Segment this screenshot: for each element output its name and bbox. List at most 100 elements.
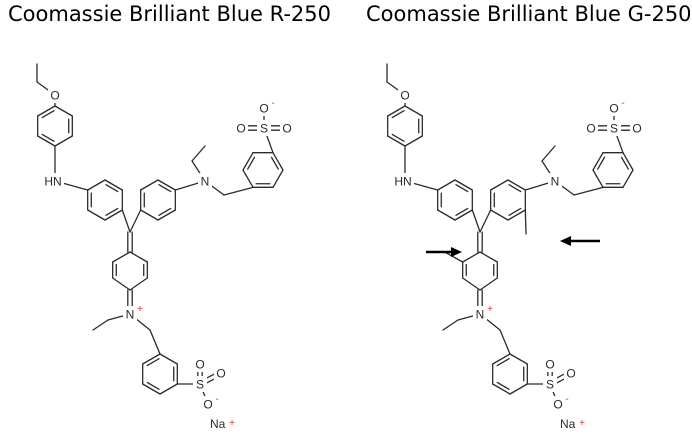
atom-mask: [398, 87, 412, 103]
sulfobenzyl-ring-bond: [242, 152, 254, 171]
quinoid-bond: [479, 277, 498, 291]
left-arrow-head: [451, 247, 462, 257]
aminophenyl-ring-bond: [157, 179, 176, 191]
aminophenyl-ring-bond: [507, 179, 526, 191]
sulfobenzyl-ring-bond: [592, 152, 604, 171]
atom-mask: [392, 173, 414, 189]
sulfobenzyl-ring-bond: [622, 152, 634, 171]
sodium-atom: Na: [560, 417, 576, 431]
oxygen-atom: O: [609, 101, 618, 115]
aminophenyl-ring-bond: [140, 209, 159, 221]
aminophenyl-ring-bond: [508, 207, 522, 216]
atom-mask: [473, 306, 487, 322]
iminium-nitrogen-atom: N: [126, 307, 135, 321]
ethyl-bond: [191, 145, 206, 162]
aminophenyl-ring-bond: [490, 179, 509, 191]
ethoxyphenyl-ring-bond: [41, 110, 55, 119]
bottom-sulfobenzyl-ring-bond: [496, 358, 510, 367]
sulfur-atom: S: [260, 121, 268, 135]
benzyl-bond: [149, 329, 161, 355]
positive-charge: +: [137, 304, 143, 315]
aniline-ring-bond: [455, 184, 469, 193]
oxygen-atom: O: [545, 357, 554, 371]
oxygen-atom: O: [195, 357, 204, 371]
sulfobenzyl-ring-bond: [272, 152, 284, 171]
bottom-sulfobenzyl-ring-bond: [492, 353, 511, 365]
ethoxyphenyl-ring-bond: [387, 105, 406, 117]
bottom-sulfobenzyl-ring-bond: [159, 383, 178, 395]
sodium-atom: Na: [210, 417, 226, 431]
ethyl-bond: [92, 319, 109, 331]
bottom-sulfobenzyl-ring-bond: [159, 353, 178, 365]
atom-mask: [257, 120, 271, 136]
methyl-bond: [524, 209, 527, 235]
negative-charge: -: [215, 394, 218, 405]
aniline-ring-bond: [104, 209, 123, 221]
bottom-sulfobenzyl-ring-bond: [146, 358, 160, 367]
atom-mask: [257, 100, 271, 116]
sulfur-atom: S: [546, 377, 554, 391]
aminophenyl-ring-bond: [158, 207, 172, 216]
atom-mask: [630, 120, 644, 136]
negative-charge: -: [565, 394, 568, 405]
quinoid-bond: [462, 277, 481, 291]
atom-mask: [548, 173, 562, 189]
benzyl-bond: [499, 329, 511, 355]
central-bond: [121, 209, 131, 233]
ethoxyphenyl-ring-bond: [54, 105, 73, 117]
aniline-ring-bond: [105, 184, 119, 193]
amine-nh-atom: HN: [44, 174, 61, 188]
ethoxyphenyl-ring-bond: [391, 110, 405, 119]
ethoxyphenyl-ring-bond: [404, 105, 423, 117]
right-arrow-head: [560, 236, 571, 246]
quinoid-bond: [129, 277, 148, 291]
sulfur-atom: S: [196, 377, 204, 391]
aminophenyl-ring-bond: [140, 179, 159, 191]
aniline-ring-bond: [104, 179, 123, 191]
oxygen-atom: O: [632, 121, 641, 135]
sulfobenzyl-ring-bond: [622, 169, 634, 188]
central-bond: [479, 209, 492, 233]
positive-charge: +: [229, 418, 235, 429]
atom-mask: [198, 173, 212, 189]
sulfur-atom: S: [610, 121, 618, 135]
aniline-ring-bond: [454, 179, 473, 191]
oxygen-atom: O: [553, 397, 562, 411]
title-g250: Coomassie Brilliant Blue G-250: [366, 2, 692, 26]
ethoxyphenyl-ring-bond: [54, 135, 73, 147]
iminium-nitrogen-atom: N: [476, 307, 485, 321]
aniline-ring-bond: [437, 179, 456, 191]
negative-charge: -: [271, 98, 274, 109]
atom-mask: [564, 365, 578, 381]
atom-mask: [48, 87, 62, 103]
aniline-ring-bond: [87, 179, 106, 191]
positive-charge: +: [487, 304, 493, 315]
aniline-ring-bond: [105, 207, 119, 216]
oxygen-atom: O: [216, 366, 225, 380]
central-bond: [129, 209, 142, 233]
aminophenyl-ring-bond: [508, 184, 522, 193]
methyl-bond: [444, 251, 464, 263]
bottom-sulfobenzyl-ring-bond: [142, 383, 161, 395]
atom-mask: [607, 100, 621, 116]
oxygen-atom: O: [203, 397, 212, 411]
oxygen-atom: O: [282, 121, 291, 135]
bottom-sulfobenzyl-ring-bond: [492, 383, 511, 395]
benzyl-bond: [573, 186, 604, 196]
aminophenyl-ring-bond: [158, 184, 172, 193]
title-r250: Coomassie Brilliant Blue R-250: [8, 2, 332, 26]
atom-mask: [193, 376, 207, 392]
benzyl-bond: [223, 186, 254, 196]
atom-mask: [551, 396, 565, 412]
ethyl-bond: [442, 319, 459, 331]
quinoid-bond: [112, 277, 131, 291]
sulfobenzyl-ring-bond: [272, 169, 284, 188]
methyl-arrows: [426, 236, 600, 257]
aminophenyl-ring-bond: [490, 209, 509, 221]
ethoxyphenyl-ring-bond: [404, 135, 423, 147]
ethoxyphenyl-ring-bond: [41, 133, 55, 142]
sulfobenzyl-ring-bond: [597, 156, 606, 170]
